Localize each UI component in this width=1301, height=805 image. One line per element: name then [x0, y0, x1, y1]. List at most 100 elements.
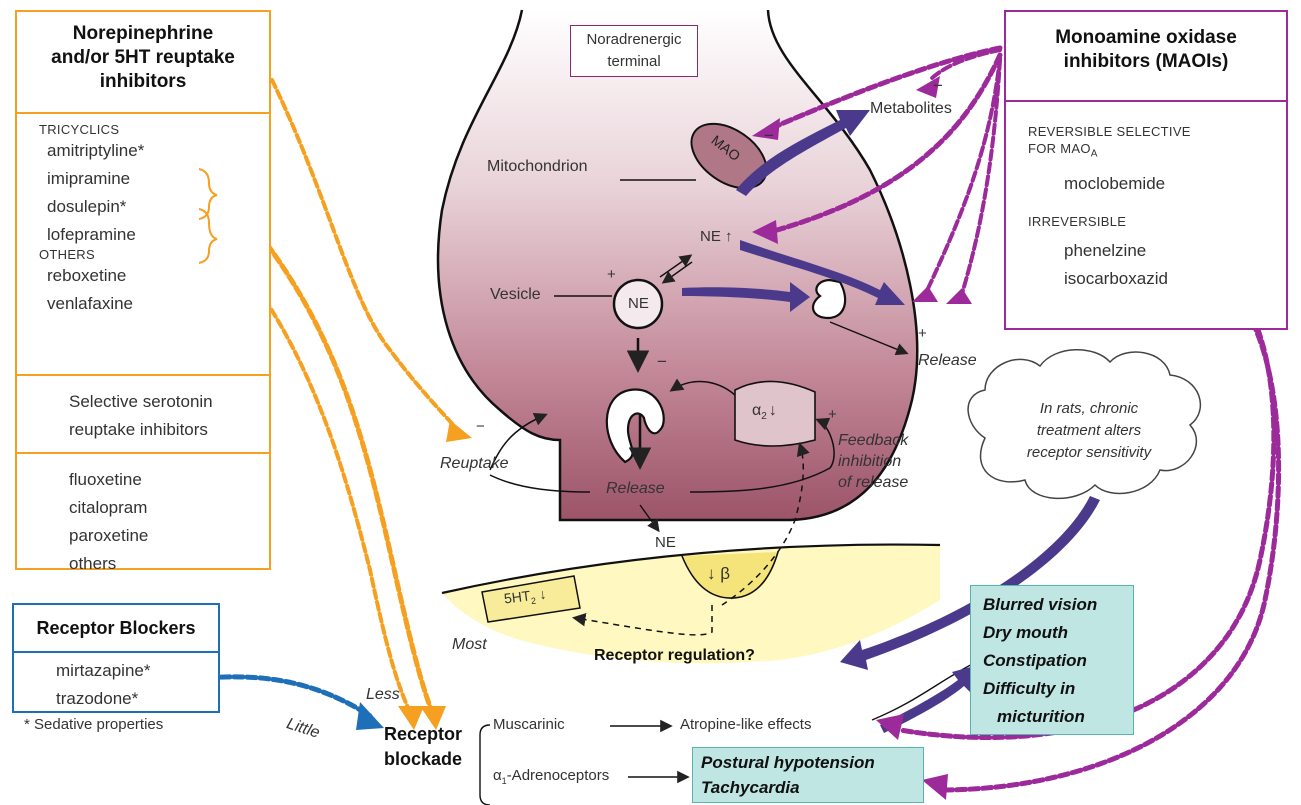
- terminal-label-line-2: terminal: [607, 53, 661, 70]
- reuptake-title-line-1: Norepinephrine: [72, 23, 214, 44]
- ne-increase-text: NE: [700, 228, 721, 245]
- beta-symbol: β: [720, 564, 731, 583]
- feedback-plus-sign: +: [828, 406, 837, 423]
- indigo-arrows: [682, 110, 1100, 733]
- postsynaptic-membrane: [442, 544, 940, 664]
- alpha1-symbol: α: [493, 767, 502, 784]
- drug-imipramine: imipramine: [47, 169, 131, 188]
- less-label: Less: [366, 686, 400, 703]
- drug-amitriptyline: amitriptyline*: [47, 141, 145, 160]
- drug-phenelzine: phenelzine: [1064, 240, 1147, 260]
- ssri-title-line-2: reuptake inhibitors: [69, 420, 208, 439]
- orange-arrowhead-blockade-1: [420, 706, 446, 730]
- release-label-right: Release: [918, 352, 977, 369]
- alpha2-subscript: 2: [761, 411, 767, 423]
- receptor-blockers-box: Receptor Blockers mirtazapine* trazodone…: [12, 603, 220, 713]
- reuptake-inhibitors-box: Norepinephrine and/or 5HT reuptake inhib…: [15, 10, 271, 573]
- cloud-line-3: receptor sensitivity: [1026, 444, 1152, 461]
- vesicle: [612, 278, 664, 330]
- release-pore-right: [811, 278, 847, 320]
- drug-dosulepin: dosulepin*: [47, 197, 127, 216]
- orange-arrowhead-blockade-2: [398, 706, 424, 730]
- muscarinic-label: Muscarinic: [493, 716, 565, 733]
- vesicle-minus-sign: −: [657, 352, 667, 371]
- reuptake-minus-sign: −: [476, 418, 485, 435]
- beta-down-arrow-icon: ↓: [707, 564, 716, 583]
- feedback-line-3: of release: [838, 474, 909, 491]
- orange-arrowhead-reuptake: [446, 420, 472, 442]
- reuptake-label: Reuptake: [440, 455, 509, 472]
- cloud-text: In rats, chronic treatment alters recept…: [1004, 398, 1174, 464]
- atropine-effects-label: Atropine-like effects: [680, 716, 812, 733]
- effect-blurred-vision: Blurred vision: [983, 595, 1098, 614]
- metabolites-minus-sign: −: [933, 76, 943, 95]
- effect-tachycardia: Tachycardia: [701, 778, 800, 797]
- metabolites-label: Metabolites: [870, 100, 952, 117]
- maoi-title-line-1: Monoamine oxidase: [1055, 27, 1237, 48]
- tricyclics-label: TRICYCLICS: [39, 122, 120, 137]
- ssri-title-line-1: Selective serotonin: [69, 392, 213, 411]
- cloud-line-2: treatment alters: [1036, 422, 1142, 439]
- alpha2-down-arrow-icon: ↓: [768, 402, 777, 419]
- drug-fluoxetine: fluoxetine: [69, 470, 142, 489]
- drug-mirtazapine: mirtazapine*: [56, 661, 151, 680]
- reversible-label-line-2: FOR MAO: [1028, 141, 1091, 156]
- most-label: Most: [452, 636, 487, 653]
- mao-minus-sign: −: [764, 126, 774, 145]
- drug-lofepramine: lofepramine: [47, 225, 136, 244]
- others-label: OTHERS: [39, 247, 95, 262]
- maoi-title-line-2: inhibitors (MAOIs): [1063, 51, 1229, 72]
- beta-label: ↓ β: [707, 564, 730, 584]
- receptor-blockade-label: Receptor blockade: [384, 722, 462, 772]
- ne-cleft-label: NE: [655, 534, 676, 551]
- noradrenergic-terminal-label: Noradrenergic terminal: [570, 25, 698, 77]
- up-arrow-icon: ↑: [725, 228, 733, 245]
- tricyclic-brackets: [198, 168, 218, 264]
- effect-postural-hypotension: Postural hypotension: [701, 753, 875, 772]
- annotation-cloud: [967, 349, 1201, 499]
- reuptake-title-line-3: inhibitors: [99, 71, 187, 92]
- effect-micturition: micturition: [997, 707, 1085, 726]
- mao-a-subscript: A: [1090, 148, 1098, 160]
- ht2-text: 5HT: [503, 587, 532, 607]
- cardiovascular-effects-box: Postural hypotension Tachycardia: [692, 747, 924, 803]
- drug-trazodone: trazodone*: [56, 689, 139, 708]
- receptor-blockade-line-2: blockade: [384, 749, 463, 769]
- reversible-label-line-1: REVERSIBLE SELECTIVE: [1028, 124, 1191, 139]
- alpha1-adrenoceptors-label: α1-Adrenoceptors: [493, 767, 609, 786]
- footnote-sedative: * Sedative properties: [24, 716, 164, 733]
- release-pore-left: [605, 388, 665, 464]
- mitochondrion-label: Mitochondrion: [487, 158, 588, 175]
- alpha2-receptor: [734, 380, 816, 447]
- release-plus-sign: +: [918, 325, 927, 342]
- mao-mitochondrion: [690, 122, 768, 190]
- drug-reboxetine: reboxetine: [47, 266, 127, 285]
- alpha2-label: α2↓: [752, 402, 777, 422]
- reuptake-title-line-2: and/or 5HT reuptake: [51, 47, 235, 68]
- maoi-box: Monoamine oxidase inhibitors (MAOIs) REV…: [1004, 10, 1288, 330]
- receptor-blockers-title: Receptor Blockers: [36, 618, 196, 638]
- vesicle-label: Vesicle: [490, 286, 541, 303]
- purple-arrowheads: [752, 76, 972, 800]
- effect-constipation: Constipation: [983, 651, 1087, 670]
- beta-receptor: [681, 551, 779, 599]
- feedback-line-1: Feedback: [838, 432, 909, 449]
- drug-citalopram: citalopram: [69, 498, 148, 517]
- vesicle-plus-sign: +: [607, 266, 616, 283]
- ht2-receptor: [481, 575, 581, 623]
- feedback-inhibition-label: Feedback inhibition of release: [838, 430, 908, 493]
- alpha1-text: -Adrenoceptors: [506, 767, 610, 784]
- alpha1-subscript: 1: [501, 776, 507, 786]
- drug-others: others: [69, 554, 117, 573]
- release-label-cleft: Release: [606, 480, 665, 497]
- vesicle-ne-label: NE: [628, 295, 649, 312]
- cloud-line-1: In rats, chronic: [1039, 400, 1139, 417]
- drug-venlafaxine: venlafaxine: [47, 294, 134, 313]
- drug-isocarboxazid: isocarboxazid: [1064, 268, 1168, 288]
- terminal-label-line-1: Noradrenergic: [586, 31, 682, 48]
- ht2-subscript: 2: [530, 595, 537, 607]
- anticholinergic-effects-box: Blurred vision Dry mouth Constipation Di…: [970, 585, 1134, 735]
- drug-moclobemide: moclobemide: [1064, 173, 1166, 193]
- effect-dry-mouth: Dry mouth: [983, 623, 1068, 642]
- ne-increase-label: NE ↑: [700, 228, 733, 245]
